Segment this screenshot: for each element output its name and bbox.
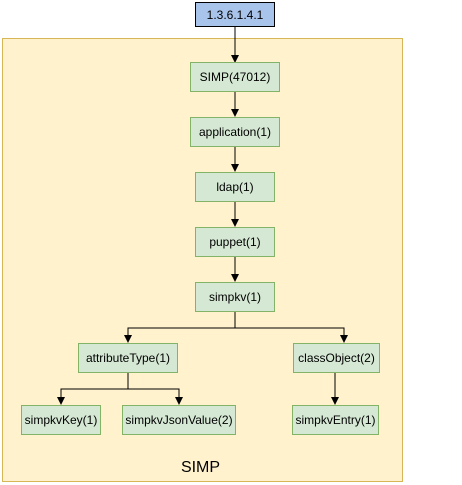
puppet-node[interactable]: puppet(1) <box>195 227 275 257</box>
simpkvjsonvalue-node[interactable]: simpkvJsonValue(2) <box>122 405 236 435</box>
classobject-node[interactable]: classObject(2) <box>293 343 380 373</box>
container-label: SIMP <box>180 459 221 476</box>
attributetype-node[interactable]: attributeType(1) <box>78 343 178 373</box>
edge-attributetype-simpkvkey <box>57 372 129 405</box>
simp-node[interactable]: SIMP(47012) <box>190 62 280 92</box>
edge-simpkv-classobject <box>235 327 348 343</box>
simpkv-node[interactable]: simpkv(1) <box>195 282 275 312</box>
application-node[interactable]: application(1) <box>190 117 280 147</box>
ldap-node[interactable]: ldap(1) <box>195 172 275 202</box>
edge-simpkv-attributetype <box>124 311 236 343</box>
simpkventry-node[interactable]: simpkvEntry(1) <box>292 405 379 435</box>
simpkvkey-node[interactable]: simpkvKey(1) <box>21 405 101 435</box>
root-oid-node[interactable]: 1.3.6.1.4.1 <box>195 2 275 27</box>
edge-attributetype-simpkvjsonvalue <box>128 388 183 405</box>
